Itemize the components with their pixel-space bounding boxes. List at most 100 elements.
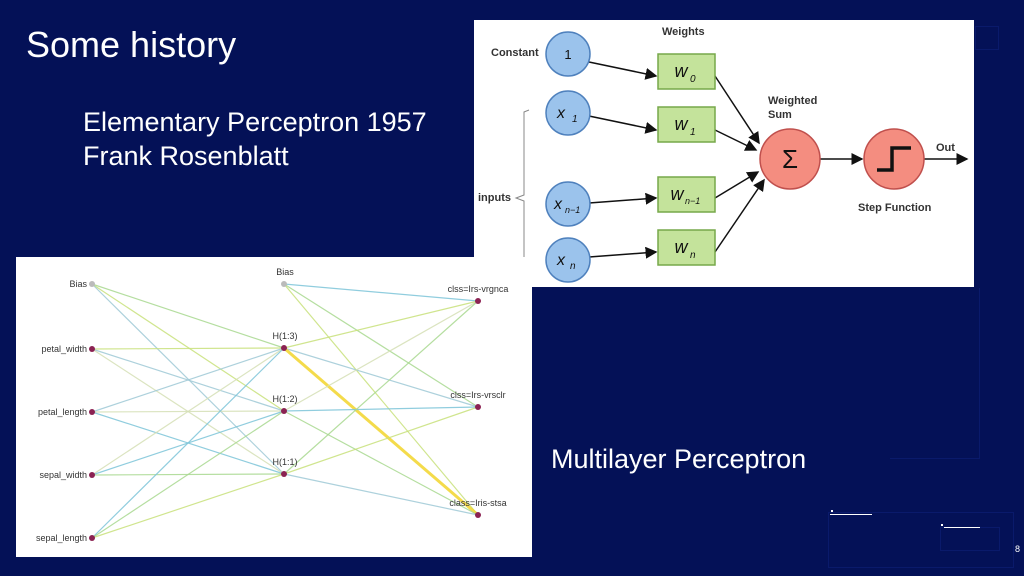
weight-w1-sub: 1 bbox=[690, 127, 696, 138]
weight-box-wn bbox=[657, 229, 716, 266]
deco-dot-1 bbox=[831, 510, 833, 512]
weight-w0-base: w bbox=[675, 61, 689, 81]
mlp-edge-hidden-out bbox=[283, 347, 479, 408]
mlp-edge-in-hidden bbox=[91, 347, 285, 413]
deco-dot-2 bbox=[941, 524, 943, 526]
weight-box-wn1 bbox=[657, 176, 716, 213]
weighted-label-line2: Sum bbox=[768, 109, 792, 121]
weight-wn1-sub: n−1 bbox=[685, 196, 700, 206]
input-xn1-sub: n−1 bbox=[565, 205, 580, 215]
inputs-label: inputs bbox=[478, 192, 511, 204]
mlp-edge-hidden-out bbox=[283, 283, 479, 516]
mlp-hidden-label: H(1:2) bbox=[272, 394, 297, 404]
mlp-input-label: petal_width bbox=[41, 344, 87, 354]
constant-label: Constant bbox=[491, 47, 539, 59]
weights-label: Weights bbox=[662, 26, 705, 38]
mlp-edge-in-hidden bbox=[91, 473, 285, 539]
mlp-hidden-node bbox=[281, 281, 287, 287]
mlp-hidden-label: H(1:1) bbox=[272, 457, 297, 467]
perceptron-heading: Elementary Perceptron 1957 bbox=[83, 107, 427, 137]
deco-dash-2 bbox=[944, 527, 980, 528]
mlp-edge-hidden-out bbox=[283, 300, 479, 349]
mlp-edge-hidden-out bbox=[283, 346, 479, 517]
weight-w0-sub: 0 bbox=[690, 74, 696, 85]
mlp-input-node bbox=[89, 535, 95, 541]
slide-title: Some history bbox=[26, 24, 237, 65]
mlp-edge-in-hidden bbox=[91, 347, 285, 476]
author-name: Frank Rosenblatt bbox=[83, 141, 289, 171]
mlp-edge-hidden-out bbox=[283, 300, 479, 412]
constant-node bbox=[545, 31, 591, 77]
deco-dash-1 bbox=[830, 514, 872, 515]
frame-line-top bbox=[975, 26, 999, 50]
mlp-edge-hidden-out bbox=[283, 283, 479, 408]
step-function-icon bbox=[877, 146, 911, 172]
mlp-edge-hidden-out bbox=[283, 406, 479, 412]
sum-symbol: Σ bbox=[782, 144, 798, 174]
frame-line-right bbox=[979, 288, 980, 458]
mlp-hidden-node bbox=[281, 345, 287, 351]
edge-x1-w1 bbox=[588, 115, 658, 134]
mlp-output-label: clss=Irs-vrsclr bbox=[450, 390, 505, 400]
input-xn-base: x bbox=[556, 252, 566, 269]
mlp-input-node bbox=[89, 409, 95, 415]
frame-line-bottom bbox=[890, 458, 980, 459]
weighted-label-line1: Weighted bbox=[768, 95, 817, 107]
input-xn-sub: n bbox=[570, 261, 576, 272]
mlp-edge-hidden-out bbox=[283, 410, 479, 516]
mlp-edge-in-hidden bbox=[91, 347, 285, 539]
input-x1-sub: 1 bbox=[572, 114, 578, 125]
mlp-output-node bbox=[475, 512, 481, 518]
mlp-input-label: sepal_width bbox=[39, 470, 87, 480]
perceptron-diagram: Weights Constant inputs 1 x 1 x n−1 x n … bbox=[478, 26, 969, 286]
edge-wn-sum bbox=[714, 178, 765, 253]
weight-wn-sub: n bbox=[690, 250, 696, 261]
edge-xn-wn bbox=[588, 246, 658, 259]
mlp-edge-hidden-out bbox=[283, 283, 479, 302]
weight-box-w1 bbox=[657, 106, 716, 143]
page-number: 8 bbox=[1015, 544, 1021, 554]
mlp-hidden-label: H(1:3) bbox=[272, 331, 297, 341]
mlp-caption: Multilayer Perceptron bbox=[551, 444, 807, 474]
weight-box-w0 bbox=[657, 53, 716, 90]
step-function-node bbox=[863, 128, 925, 190]
edge-constant-w0 bbox=[588, 61, 658, 80]
mlp-edge-hidden-out bbox=[283, 300, 479, 475]
input-node-xn1 bbox=[545, 181, 591, 227]
mlp-edge-in-hidden bbox=[91, 410, 285, 539]
mlp-edge-in-hidden bbox=[91, 283, 285, 475]
edge-w0-sum bbox=[714, 75, 760, 145]
sum-node bbox=[759, 128, 821, 190]
mlp-input-label: sepal_length bbox=[36, 533, 87, 543]
mlp-output-node bbox=[475, 404, 481, 410]
edge-wn1-sum bbox=[714, 171, 760, 199]
deco-box-2 bbox=[940, 527, 1000, 551]
mlp-edge-hidden-out bbox=[283, 406, 479, 475]
mlp-input-node bbox=[89, 281, 95, 287]
weight-wn1-base: w bbox=[671, 184, 685, 204]
constant-value: 1 bbox=[564, 47, 571, 62]
mlp-input-label: petal_length bbox=[38, 407, 87, 417]
mlp-hidden-label: Bias bbox=[276, 267, 294, 277]
mlp-output-label: class=Iris-stsa bbox=[449, 498, 506, 508]
mlp-edge-in-hidden bbox=[91, 283, 285, 349]
mlp-diagram: Bias petal_width petal_length sepal_widthse… bbox=[36, 267, 509, 543]
input-x1-base: x bbox=[556, 105, 566, 122]
edge-xn1-wn1 bbox=[588, 192, 658, 205]
step-function-label: Step Function bbox=[858, 202, 932, 214]
perceptron-diagram-panel: Weights Constant inputs 1 x 1 x n−1 x n … bbox=[474, 20, 974, 287]
mlp-output-label: clss=Irs-vrgnca bbox=[448, 284, 509, 294]
mlp-edge-in-hidden bbox=[91, 347, 285, 350]
deco-box-1 bbox=[828, 512, 1014, 568]
mlp-output-node bbox=[475, 298, 481, 304]
input-xn1-base: x bbox=[553, 196, 563, 213]
input-node-x1 bbox=[545, 90, 591, 136]
weight-wn-base: w bbox=[675, 237, 689, 257]
out-label: Out bbox=[936, 142, 955, 154]
mlp-input-label: Bias bbox=[69, 279, 87, 289]
mlp-hidden-node bbox=[281, 471, 287, 477]
edge-w1-sum bbox=[714, 129, 758, 151]
mlp-edge-hidden-out bbox=[283, 473, 479, 516]
mlp-input-node bbox=[89, 472, 95, 478]
